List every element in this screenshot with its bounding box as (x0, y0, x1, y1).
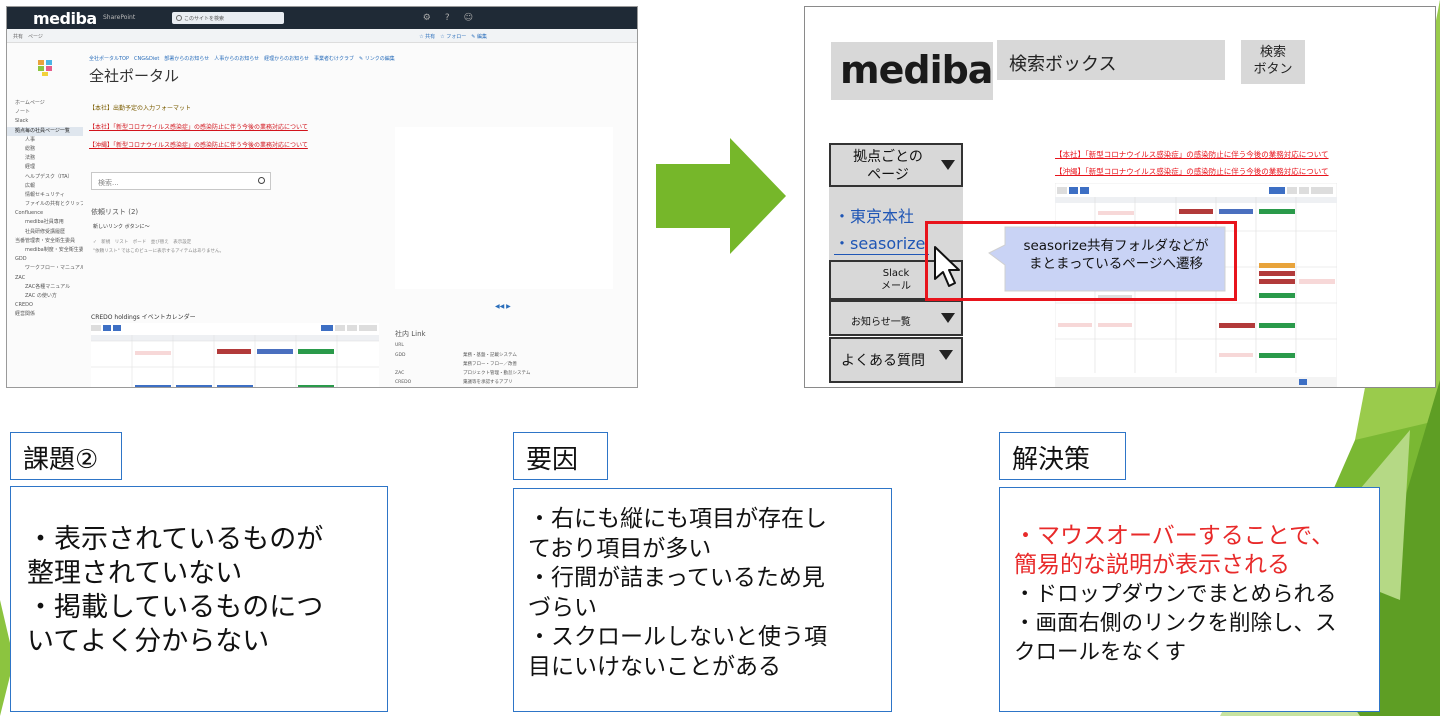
sub-link-seasorize[interactable]: ・seasorize (834, 230, 930, 255)
topbar-icons[interactable]: ⚙?☺ (422, 13, 487, 23)
nav-item[interactable]: ZAC各種マニュアル (25, 283, 71, 290)
announcement-link[interactable]: 【本社】「新型コロナウイルス感染症」の感染防止に伴う今後の業務対応について (89, 124, 308, 131)
link-row[interactable]: URL (395, 343, 404, 348)
left-nav: ホームページ ノート Slack 拠点毎の社員ページ一覧 人事 総務 法務 経理… (7, 99, 83, 387)
mockup-logo: mediba (831, 42, 993, 100)
nav-item[interactable]: Slack (15, 118, 29, 125)
nav-item[interactable]: 人事 (25, 136, 36, 143)
announcement-link[interactable]: 【本社】出勤予定の入力フォーマット (89, 105, 192, 112)
nav-item[interactable]: ホームページ (15, 100, 45, 106)
calendar-title: CREDO holdings イベントカレンダー (91, 314, 196, 321)
announcement-link[interactable]: 【沖縄】「新型コロナウイルス感染症」の感染防止に伴う今後の業務対応について (89, 142, 308, 149)
mockup-search-box[interactable]: 検索ボックス (997, 40, 1225, 80)
link-list-title: 社内 Link (395, 330, 426, 338)
dropdown-arrow-icon (941, 160, 955, 170)
nav-item[interactable]: ZAC の使い方 (25, 292, 57, 299)
search-icon[interactable] (258, 177, 265, 184)
dropdown-arrow-icon (939, 350, 953, 360)
cause-title: 要因 (513, 432, 608, 480)
green-deco-left (0, 600, 14, 716)
event-calendar[interactable] (91, 323, 379, 388)
cause-body: ・右にも縦にも項目が存在し ており項目が多い ・行間が詰まっているため見 づらい… (513, 488, 892, 712)
nav-item[interactable]: ファイルの共有とクリップ (25, 201, 83, 208)
solution-title: 解決策 (999, 432, 1126, 480)
nav-item[interactable]: CREDO (15, 302, 33, 309)
nav-item-selected[interactable]: 拠点毎の社員ページ一覧 (7, 126, 83, 136)
nav-item[interactable]: 総務 (25, 145, 36, 152)
mockup-search-button[interactable]: 検索 ボタン (1241, 40, 1305, 84)
nav-item[interactable]: 経営関係 (15, 311, 36, 318)
nav-item[interactable]: GDD (15, 256, 27, 263)
nav-item[interactable]: ノート (15, 109, 31, 116)
dropdown-arrow-icon (941, 313, 955, 323)
sharepoint-screenshot: mediba SharePoint このサイトを検索 ⚙?☺ 共有 ページ ☆ … (6, 6, 638, 388)
nav-item[interactable]: mediba制度・安全衛生委員会の案内 (25, 247, 83, 253)
logo-text: mediba (840, 48, 993, 92)
site-title: 全社ポータル (89, 67, 180, 85)
solution-body: ・マウスオーバーすることで、 簡易的な説明が表示される ・ドロップダウンでまとめ… (999, 487, 1380, 712)
page-search-input[interactable]: 検索... (91, 172, 271, 190)
tooltip-text: seasorize共有フォルダなどが まとまっているページへ遷移 (1023, 238, 1209, 272)
image-panel (395, 127, 613, 289)
pager[interactable]: ◀◀ ▶ (495, 303, 511, 310)
task-list-title[interactable]: 依頼リスト (2) (91, 208, 139, 216)
mouse-cursor-icon (934, 246, 960, 287)
notice-link[interactable]: 【沖縄】「新型コロナウイルス感染症」の感染防止に伴う今後の業務対応について (1055, 167, 1329, 176)
task-item[interactable]: 新しいリンク ボタンに〜 (93, 224, 150, 230)
nav-item[interactable]: ワークフロー・マニュアル (25, 265, 83, 272)
subbar-actions[interactable]: ☆ 共有 ☆ フォロー ✎ 編集 (419, 34, 487, 40)
nav-item[interactable]: 情報セキュリティ (25, 191, 65, 198)
nav-item[interactable]: 経理 (25, 164, 36, 171)
nav-item[interactable]: 広報 (25, 182, 36, 189)
redesign-mockup: mediba 検索ボックス 検索 ボタン 拠点ごとの ページ ・東京本社 ・se… (804, 6, 1436, 388)
notice-link[interactable]: 【本社】「新型コロナウイルス感染症」の感染防止に伴う今後の業務対応について (1055, 150, 1329, 159)
nav-item[interactable]: ヘルプデスク（ITA） (25, 173, 73, 180)
site-logo-icon (38, 60, 52, 76)
task-toolbar[interactable]: ✓ 新規 リスト ボード 並び替え 表示設定 (93, 240, 192, 245)
top-nav-links[interactable]: 全社ポータルTOP CNG&Diet 部署からのお知らせ 人事からのお知らせ 経… (89, 56, 395, 62)
dropdown-faq[interactable]: よくある質問 (829, 337, 963, 383)
nav-item[interactable]: ZAC (15, 274, 26, 281)
top-bar: mediba SharePoint このサイトを検索 ⚙?☺ (7, 7, 637, 29)
sub-bar: 共有 ページ ☆ 共有 ☆ フォロー ✎ 編集 (7, 29, 637, 43)
subbar-left[interactable]: 共有 ページ (13, 34, 43, 40)
mouseover-highlight (925, 221, 1237, 301)
nav-item[interactable]: 社員研修受講履歴 (25, 228, 66, 235)
issue-title: 課題② (10, 432, 122, 480)
nav-item[interactable]: mediba社員専用 (25, 219, 64, 226)
nav-item[interactable]: 法務 (25, 155, 36, 162)
link-row[interactable]: 業務フロー・フロー／改善 (463, 362, 517, 367)
search-placeholder: 検索... (98, 179, 119, 187)
dropdown-news[interactable]: お知らせ一覧 (829, 300, 963, 336)
site-search-input[interactable]: このサイトを検索 (172, 12, 284, 24)
sub-link-tokyo[interactable]: ・東京本社 (834, 207, 915, 226)
tooltip-callout (988, 226, 1226, 292)
issue-body: ・表示されているものが 整理されていない ・掲載しているものにつ いてよく分から… (10, 486, 388, 712)
right-arrow-icon (656, 138, 786, 254)
nav-item[interactable]: Confluence (15, 210, 44, 217)
task-empty-message: "依頼リスト" ではこのビューに表示するアイテムはありません。 (93, 249, 224, 254)
dropdown-sites[interactable]: 拠点ごとの ページ (829, 143, 963, 187)
app-label: SharePoint (103, 14, 136, 21)
mediba-logo: mediba (33, 9, 97, 28)
nav-item[interactable]: 当番管理表・安全衛生委員 (15, 237, 76, 244)
